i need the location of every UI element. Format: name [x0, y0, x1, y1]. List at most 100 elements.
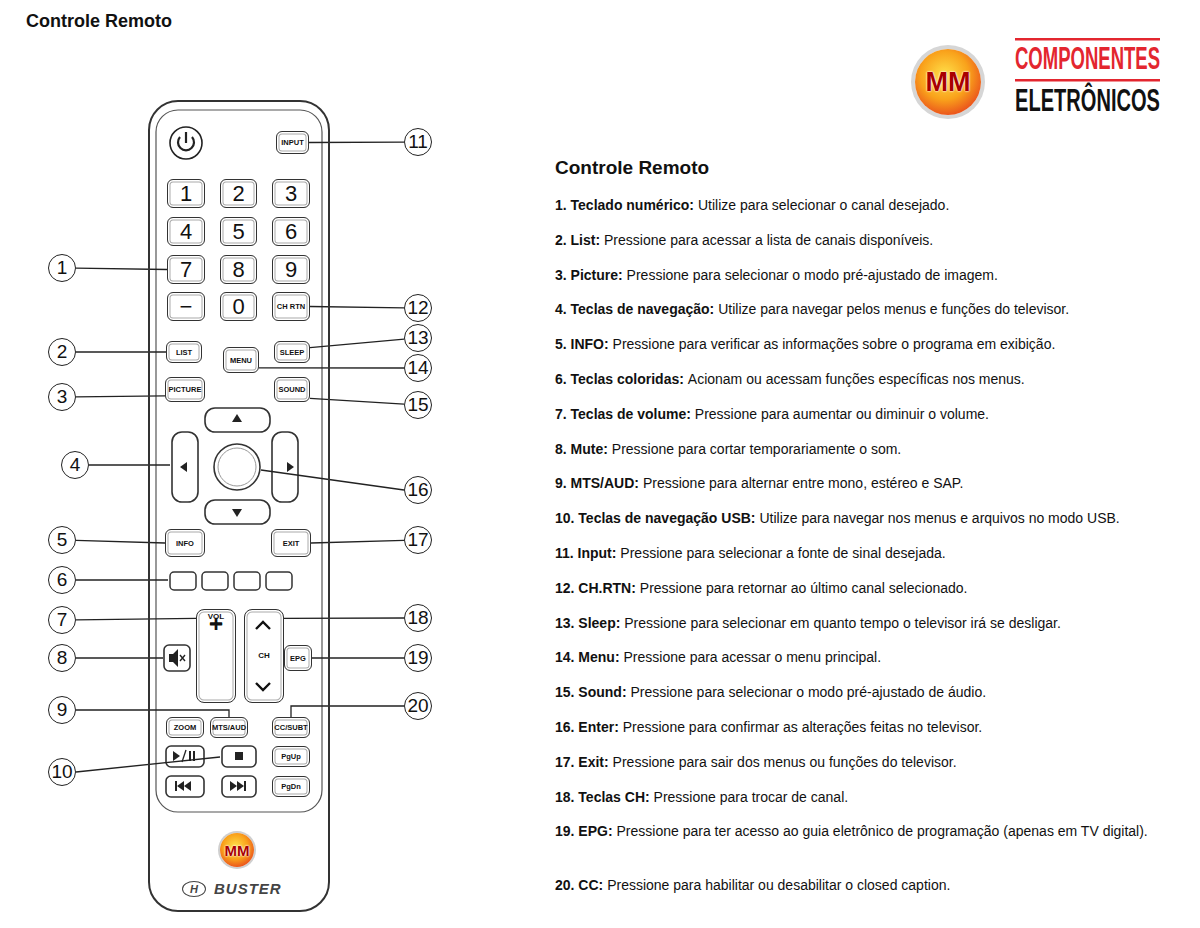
section-heading: Controle Remoto [555, 157, 709, 179]
remote-button: SLEEP [274, 341, 310, 363]
button-label: 8 [232, 257, 244, 283]
button-label: 4 [180, 219, 192, 245]
leader-line [310, 398, 404, 404]
leader-line [312, 657, 404, 658]
item-heading: 18. Teclas CH: [555, 789, 650, 805]
button-label: PgUp [281, 752, 301, 761]
callout-number: 12 [404, 294, 432, 322]
leader-line [76, 710, 229, 717]
remote-button: EPG [284, 645, 312, 671]
item-heading: 8. Mute: [555, 441, 608, 457]
leader-line [76, 540, 165, 543]
callout-number: 17 [404, 526, 432, 554]
chevron [256, 622, 270, 690]
item-heading: 1. Teclado numérico: [555, 197, 694, 213]
remote-button: LIST [166, 341, 202, 363]
callout-number: 18 [407, 607, 428, 629]
button-label: ZOOM [174, 723, 197, 732]
item-heading: 7. Teclas de volume: [555, 406, 691, 422]
description-item: 5. INFO:Pressione para verificar as info… [555, 335, 1055, 354]
button-label: 1 [180, 181, 192, 207]
callout-number: 5 [48, 526, 76, 554]
description-item: 15. Sound:Pressione para selecionar o mo… [555, 683, 986, 702]
button-label: CH [258, 651, 270, 660]
remote-button: INPUT [276, 131, 309, 154]
description-item: 20. CC:Pressione para habilitar ou desab… [555, 876, 950, 895]
button-label: 5 [232, 219, 244, 245]
callout-number: 8 [57, 647, 68, 669]
callout-number: 8 [48, 644, 76, 672]
navigation-arrows [180, 414, 294, 517]
remote-button: PgUp [272, 746, 310, 767]
button-label: INPUT [281, 138, 304, 147]
item-text: Pressione para acessar o menu principal. [623, 649, 881, 665]
button-label: − [180, 294, 193, 320]
remote-button: SOUND [274, 377, 310, 402]
description-item: 16. Enter:Pressione para confirmar as al… [555, 718, 982, 737]
number-key: 2 [220, 179, 257, 208]
remote-button: CC/SUBT [272, 717, 310, 738]
callout-number: 3 [57, 386, 68, 408]
item-text: Pressione para verificar as informações … [613, 336, 1056, 352]
button-label: CC/SUBT [274, 723, 307, 732]
item-heading: 2. List: [555, 232, 600, 248]
item-text: Pressione para habilitar ou desabilitar … [607, 877, 950, 893]
callout-number: 2 [48, 338, 76, 366]
button-label: − [209, 612, 223, 636]
button-label: LIST [176, 348, 192, 357]
description-item: 2. List:Pressione para acessar a lista d… [555, 231, 933, 250]
callout-number: 15 [404, 391, 432, 419]
item-heading: 3. Picture: [555, 267, 623, 283]
button-label: MM [926, 67, 971, 98]
item-heading: 20. CC: [555, 877, 603, 893]
leader-line [76, 396, 165, 397]
volume-rocker: +VOL− [196, 609, 236, 703]
button-label: SLEEP [280, 348, 305, 357]
item-text: Pressione para acessar a lista de canais… [604, 232, 933, 248]
callout-number: 19 [404, 644, 432, 672]
leader-line [310, 339, 404, 347]
button-label: 7 [180, 257, 192, 283]
button-label: 0 [232, 294, 244, 320]
callout-number: 20 [404, 692, 432, 720]
item-text: Pressione para selecionar o modo pré-aju… [627, 267, 998, 283]
navigation-keys [172, 408, 298, 524]
callout-number: 9 [57, 699, 68, 721]
item-text: Acionam ou acessam funções específicas n… [688, 371, 1025, 387]
item-text: Pressione para selecionar em quanto temp… [624, 615, 1061, 631]
item-heading: 11. Input: [555, 545, 616, 561]
number-key: 5 [220, 217, 257, 246]
color-keys [170, 572, 292, 590]
description-item: 13. Sleep:Pressione para selecionar em q… [555, 614, 1061, 633]
remote-button: EXIT [271, 529, 311, 557]
company-logo: MM [915, 49, 981, 115]
callout-number: 14 [404, 354, 432, 382]
item-text: Pressione para ter acesso ao guia eletrô… [617, 823, 1148, 839]
description-item: 7. Teclas de volume:Pressione para aumen… [555, 405, 989, 424]
description-item: 19. EPG:Pressione para ter acesso ao gui… [555, 822, 1161, 841]
item-heading: 14. Menu: [555, 649, 620, 665]
description-item: 14. Menu:Pressione para acessar o menu p… [555, 648, 881, 667]
callout-number: 16 [404, 476, 432, 504]
button-label: 6 [285, 219, 297, 245]
callout-number: 4 [70, 454, 81, 476]
description-item: 17. Exit:Pressione para sair dos menus o… [555, 753, 957, 772]
number-key: − [167, 292, 205, 321]
remote-button: PgDn [272, 776, 310, 797]
description-item: 11. Input:Pressione para selecionar a fo… [555, 544, 946, 563]
description-item: 1. Teclado numérico:Utilize para selecio… [555, 196, 949, 215]
remote-button: MTS/AUD [210, 717, 248, 738]
description-item: 12. CH.RTN:Pressione para retornar ao úl… [555, 579, 967, 598]
item-heading: 12. CH.RTN: [555, 580, 636, 596]
button-label: PgDn [281, 782, 301, 791]
brand-logo: MM [220, 833, 254, 867]
number-key: 3 [272, 179, 310, 208]
key-panel [156, 110, 322, 812]
item-heading: 5. INFO: [555, 336, 609, 352]
leader-line [76, 351, 166, 352]
callout-number: 18 [404, 604, 432, 632]
number-key: 9 [272, 255, 310, 284]
number-key: 1 [167, 179, 205, 208]
item-text: Pressione para confirmar as alterações f… [623, 719, 983, 735]
button-label: MTS/AUD [212, 723, 246, 732]
